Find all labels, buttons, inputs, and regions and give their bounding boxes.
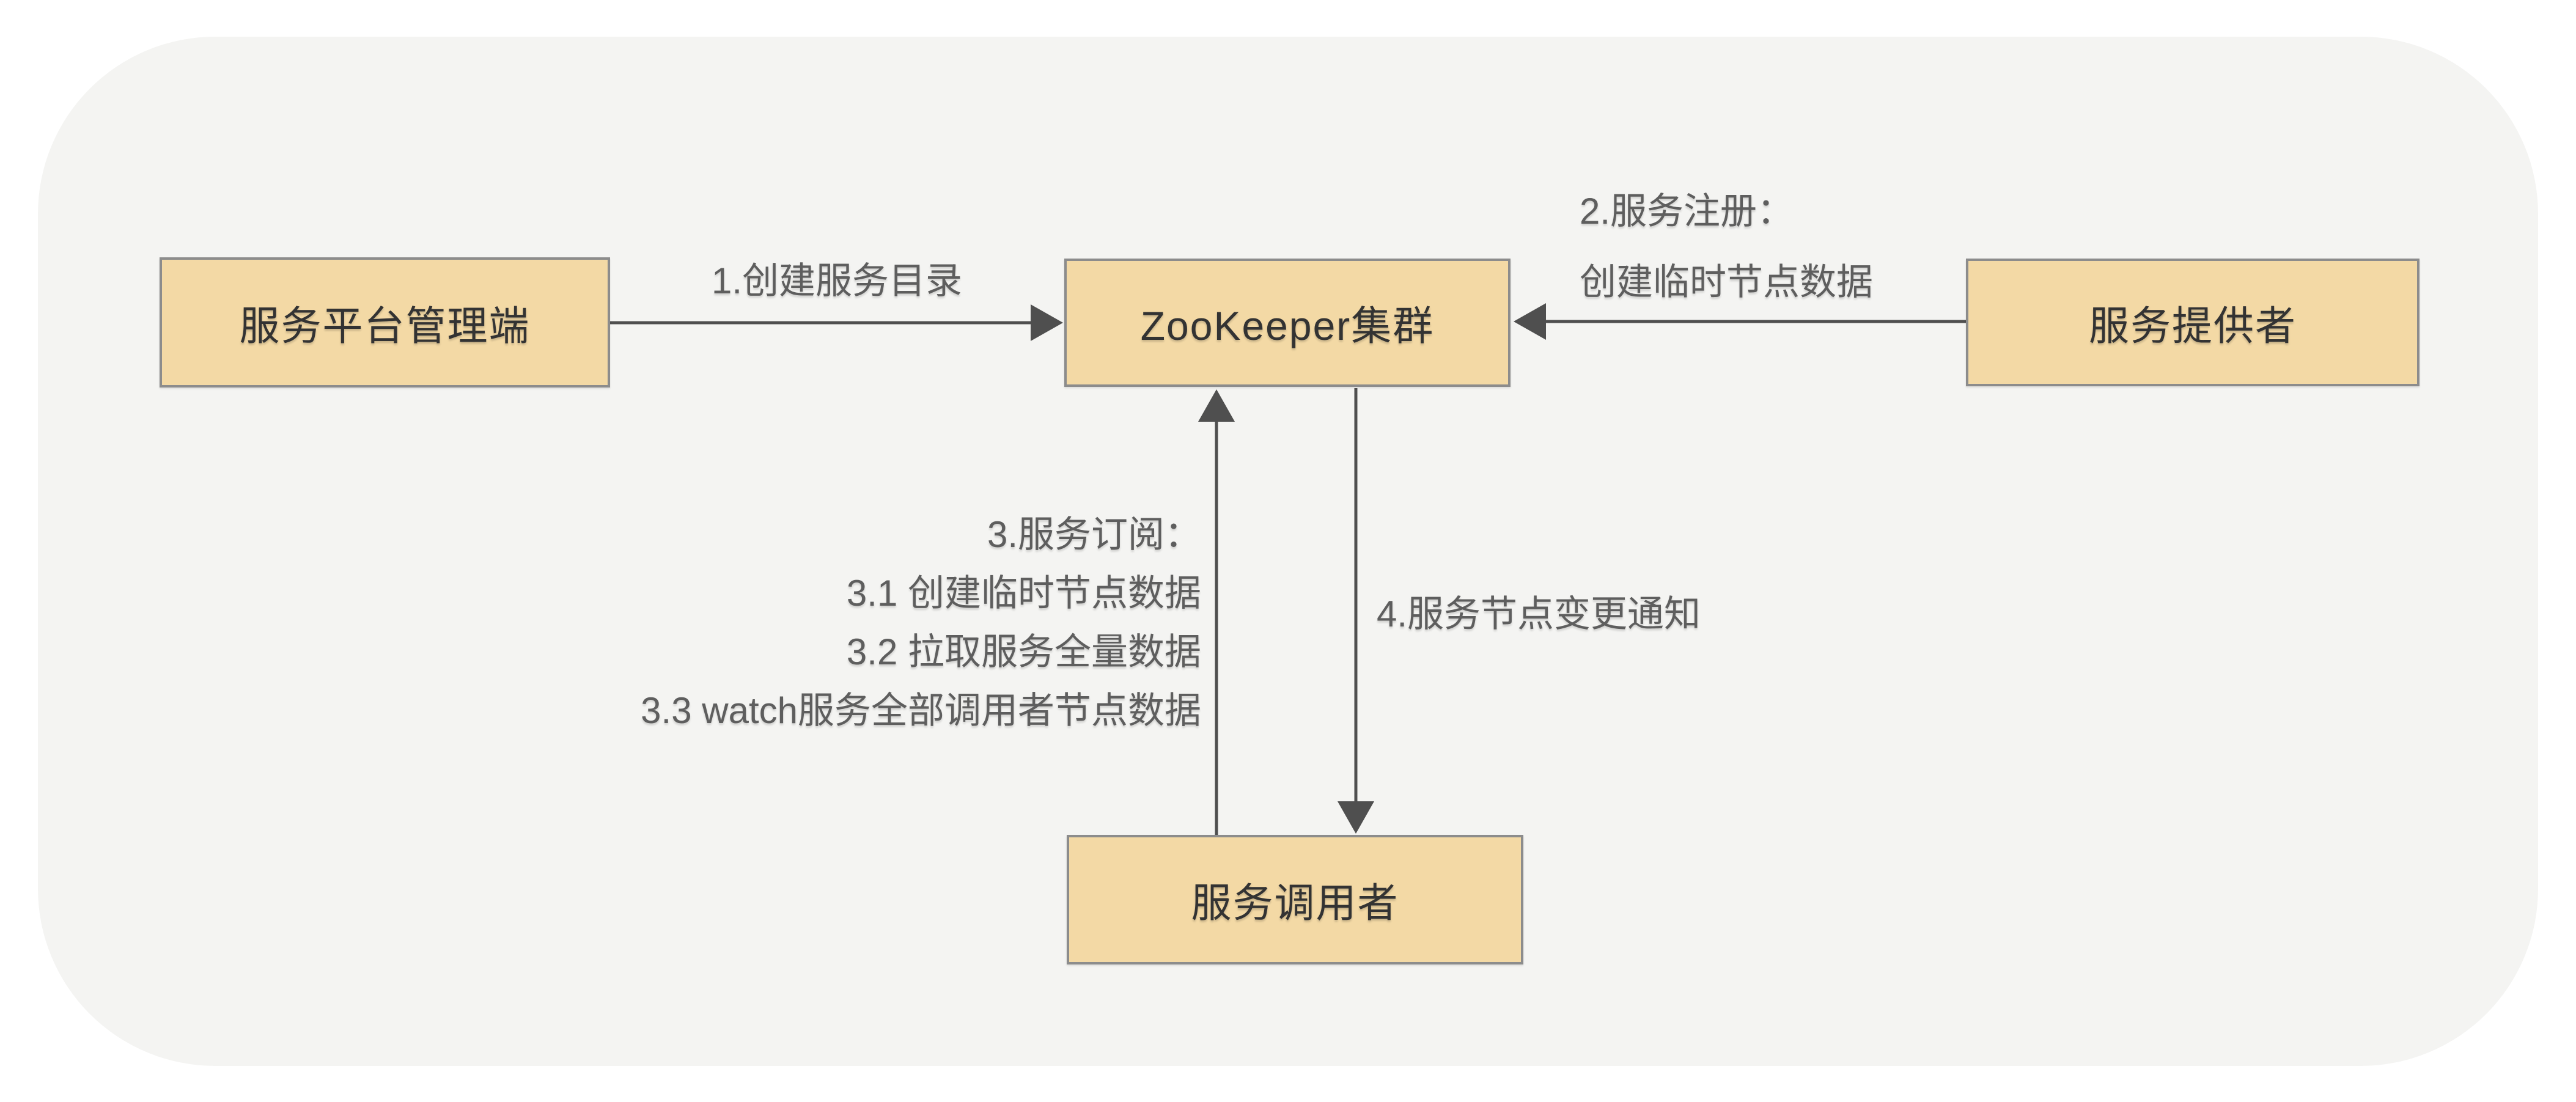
node-service-platform-admin-label: 服务平台管理端 — [239, 303, 531, 348]
edge-2-label: 2.服务注册： 创建临时节点数据 — [1580, 176, 1873, 318]
node-service-consumer: 服务调用者 — [1067, 835, 1523, 964]
node-service-platform-admin: 服务平台管理端 — [160, 257, 610, 388]
edge-3-arrow-service-subscribe — [1198, 389, 1235, 835]
edge-3-label-line-3: 3.2 拉取服务全量数据 — [846, 631, 1201, 672]
edge-2-label-line-2: 创建临时节点数据 — [1580, 262, 1873, 303]
edge-2-label-line-1: 2.服务注册： — [1580, 191, 1794, 232]
edge-3-label-line-4: 3.3 watch服务全部调用者节点数据 — [641, 690, 1201, 731]
edge-3-label: 3.服务订阅： 3.1 创建临时节点数据 3.2 拉取服务全量数据 3.3 wa… — [641, 505, 1201, 740]
edge-4-arrow-node-change-notify — [1338, 388, 1374, 834]
edge-1-label: 1.创建服务目录 — [609, 252, 1064, 310]
node-zookeeper-cluster-label: ZooKeeper集群 — [1140, 303, 1435, 348]
edge-4-label-line-1: 4.服务节点变更通知 — [1377, 593, 1701, 634]
node-service-provider-label: 服务提供者 — [2089, 303, 2297, 348]
edge-3-label-line-1: 3.服务订阅： — [987, 514, 1201, 555]
edge-2-arrow-service-register — [1514, 303, 1966, 340]
edge-1-label-line-1: 1.创建服务目录 — [711, 260, 963, 301]
edge-4-label: 4.服务节点变更通知 — [1377, 585, 1701, 644]
node-service-provider: 服务提供者 — [1966, 259, 2420, 386]
edge-3-label-line-2: 3.1 创建临时节点数据 — [846, 573, 1201, 614]
edge-1-arrow-create-service-dir — [609, 304, 1063, 341]
node-zookeeper-cluster: ZooKeeper集群 — [1064, 259, 1511, 387]
node-service-consumer-label: 服务调用者 — [1191, 880, 1399, 925]
